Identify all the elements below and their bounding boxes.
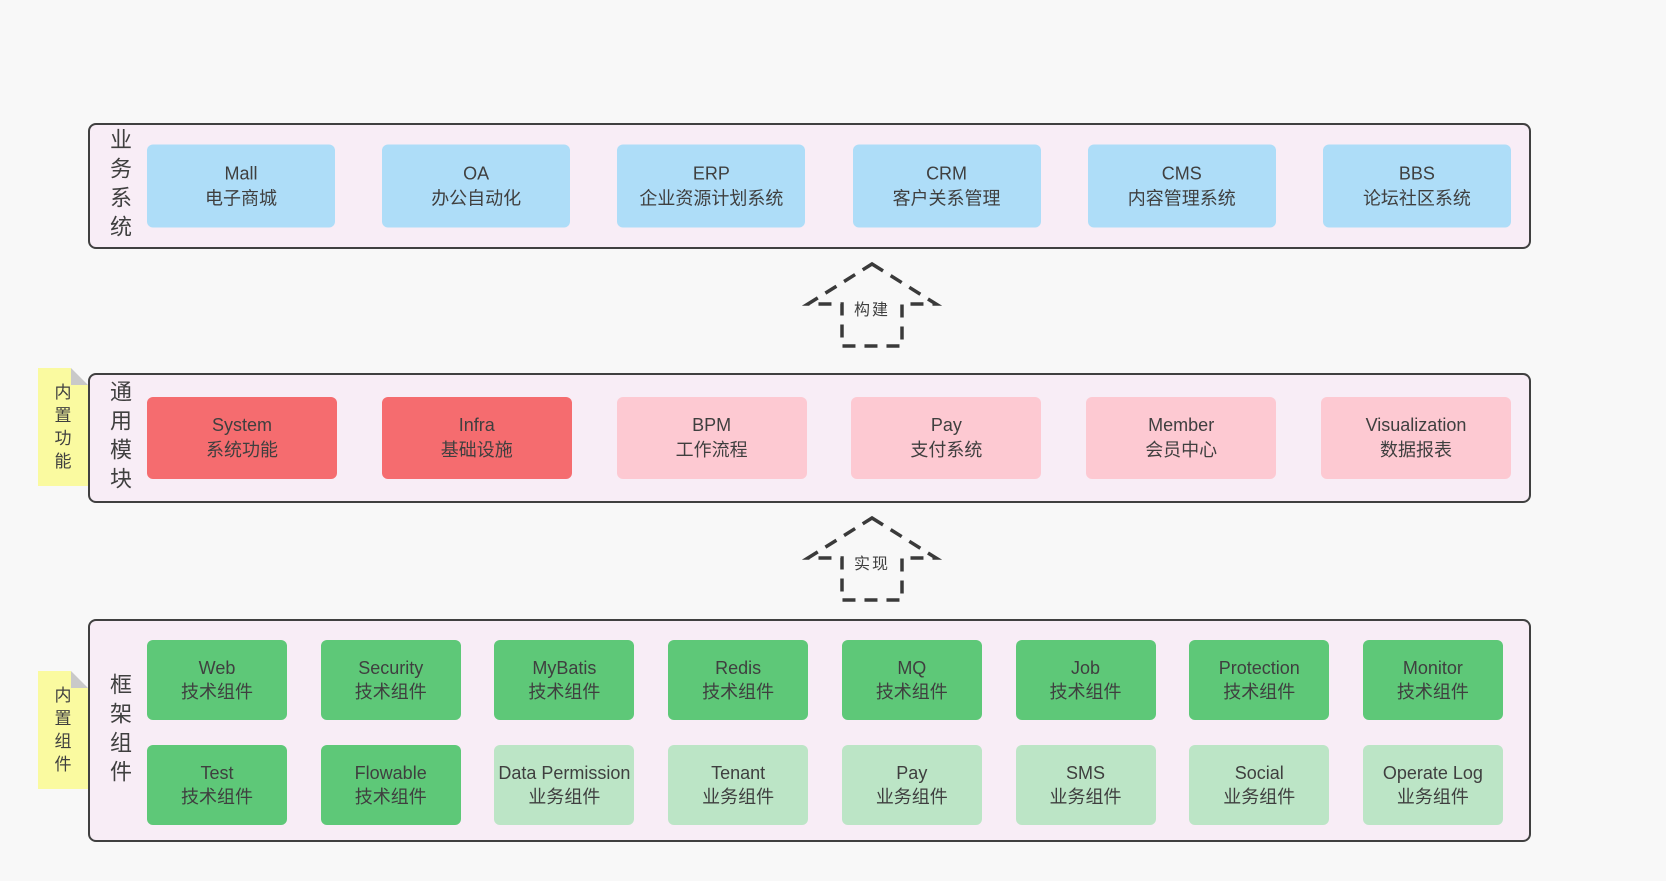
framework-components-row2: Test 技术组件 Flowable 技术组件 Data Permission …	[147, 745, 1503, 825]
component-box-web: Web 技术组件	[147, 640, 287, 720]
component-box-test: Test 技术组件	[147, 745, 287, 825]
business-box-cms: CMS 内容管理系统	[1087, 144, 1276, 228]
business-systems-label: 业务系统	[107, 128, 132, 244]
module-box-pay: Pay 支付系统	[851, 397, 1042, 479]
business-box-crm: CRM 客户关系管理	[852, 144, 1041, 228]
build-arrow: 构建	[802, 260, 942, 348]
component-box-operate-log: Operate Log 业务组件	[1362, 745, 1503, 825]
component-box-protection: Protection 技术组件	[1189, 640, 1330, 720]
built-in-components-note: 内置组件	[38, 671, 88, 789]
business-systems-boxes: Mall 电子商城 OA 办公自动化 ERP 企业资源计划系统 CRM 客户关系…	[147, 144, 1511, 228]
build-arrow-label: 构建	[850, 295, 894, 322]
up-arrow-dashed-icon	[802, 515, 942, 602]
component-box-mq: MQ 技术组件	[841, 640, 982, 720]
component-box-mybatis: MyBatis 技术组件	[494, 640, 635, 720]
implement-arrow-label: 实现	[850, 549, 894, 576]
module-box-infra: Infra 基础设施	[381, 397, 572, 479]
common-modules-boxes: System 系统功能 Infra 基础设施 BPM 工作流程 Pay 支付系统…	[147, 397, 1511, 479]
implement-arrow: 实现	[802, 514, 942, 602]
business-box-mall: Mall 电子商城	[147, 144, 335, 228]
module-box-bpm: BPM 工作流程	[616, 397, 807, 479]
component-box-sms: SMS 业务组件	[1015, 745, 1156, 825]
built-in-functions-note: 内置功能	[38, 368, 88, 486]
note-fold-corner	[71, 671, 88, 688]
component-box-redis: Redis 技术组件	[668, 640, 809, 720]
framework-components-label: 框架组件	[107, 672, 132, 789]
component-box-data-permission: Data Permission 业务组件	[494, 745, 635, 825]
up-arrow-dashed-icon	[802, 261, 942, 348]
business-box-oa: OA 办公自动化	[382, 144, 571, 228]
business-box-erp: ERP 企业资源计划系统	[617, 144, 806, 228]
business-box-bbs: BBS 论坛社区系统	[1322, 144, 1511, 228]
component-box-monitor: Monitor 技术组件	[1362, 640, 1503, 720]
component-box-social: Social 业务组件	[1189, 745, 1330, 825]
module-box-visualization: Visualization 数据报表	[1320, 397, 1511, 479]
component-box-flowable: Flowable 技术组件	[320, 745, 461, 825]
module-box-member: Member 会员中心	[1086, 397, 1277, 479]
note-fold-corner	[71, 368, 88, 385]
business-systems-layer: 业务系统 Mall 电子商城 OA 办公自动化 ERP 企业资源计划系统 CRM…	[88, 123, 1531, 249]
framework-components-row1: Web 技术组件 Security 技术组件 MyBatis 技术组件 Redi…	[147, 640, 1503, 720]
module-box-system: System 系统功能	[147, 397, 337, 479]
component-box-job: Job 技术组件	[1015, 640, 1156, 720]
component-box-tenant: Tenant 业务组件	[668, 745, 809, 825]
component-box-pay: Pay 业务组件	[841, 745, 982, 825]
framework-components-layer: 框架组件 Web 技术组件 Security 技术组件 MyBatis 技术组件…	[88, 619, 1531, 842]
common-modules-layer: 通用模块 System 系统功能 Infra 基础设施 BPM 工作流程 Pay…	[88, 373, 1531, 503]
common-modules-label: 通用模块	[107, 380, 132, 496]
component-box-security: Security 技术组件	[320, 640, 461, 720]
